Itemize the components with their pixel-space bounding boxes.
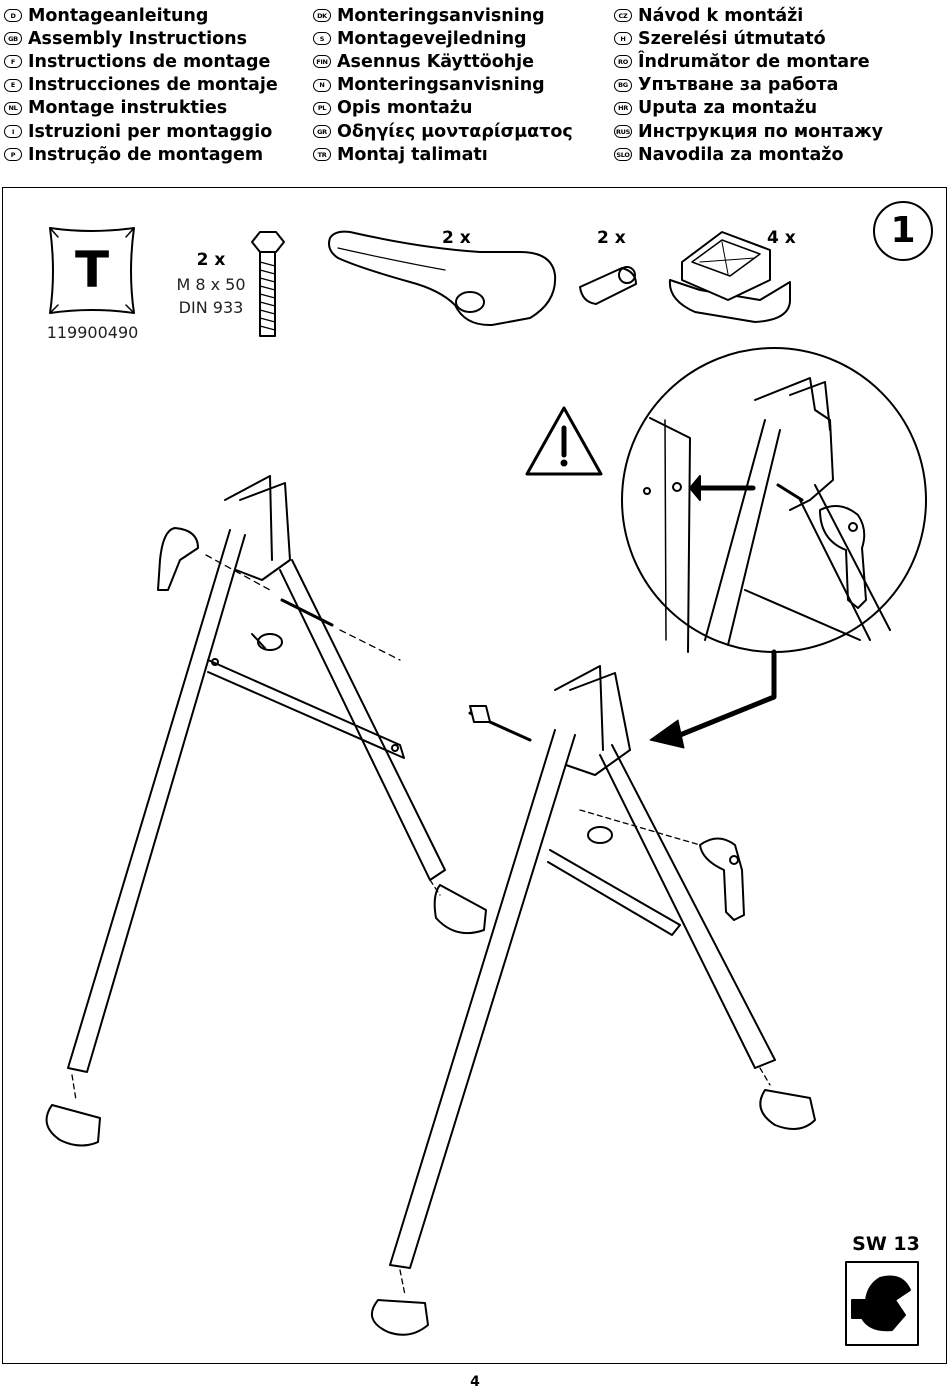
instruction-panel (2, 187, 947, 1364)
language-title: Asennus Käyttöohje (337, 51, 535, 72)
rubber-foot-icon (668, 231, 791, 323)
language-entry: D Montageanleitung (4, 4, 278, 27)
language-entry: CZ Návod k montáži (614, 4, 883, 27)
language-title: Assembly Instructions (28, 28, 247, 49)
handle-quantity: 2 x (442, 228, 471, 248)
bag-number: 119900490 (46, 323, 139, 342)
language-title: Istruzioni per montaggio (28, 121, 273, 142)
language-title: Uputa za montažu (638, 98, 818, 119)
language-entry: GB Assembly Instructions (4, 27, 278, 50)
language-title: Montaj talimatı (337, 144, 488, 165)
country-code-badge: DK (313, 9, 331, 23)
language-title: Navodila za montažo (638, 144, 844, 165)
language-entry: FIN Asennus Käyttöohje (313, 50, 573, 73)
language-title: Monteringsanvisning (337, 75, 545, 96)
language-entry: N Monteringsanvisning (313, 74, 573, 97)
left-trestle (45, 475, 487, 1147)
country-code-badge: N (313, 78, 331, 92)
country-code-badge: E (4, 78, 22, 92)
spacer-sleeve-icon (579, 266, 637, 305)
wrench-size-label: SW 13 (852, 1233, 920, 1255)
country-code-badge: D (4, 9, 22, 23)
detail-zoom-circle (621, 347, 927, 653)
language-title: Montagevejledning (337, 28, 527, 49)
language-title: Montageanleitung (28, 5, 209, 26)
country-code-badge: GB (4, 32, 22, 46)
country-code-badge: HR (614, 101, 632, 115)
language-title: Szerelési útmutató (638, 28, 826, 49)
country-code-badge: BG (614, 78, 632, 92)
language-title: Οδηγίες μονταρίσματος (337, 121, 573, 142)
country-code-badge: P (4, 148, 22, 162)
warning-icon (525, 406, 603, 476)
language-title: Инструкция по монтажу (638, 121, 884, 142)
bolt-icon (251, 231, 285, 337)
language-title: Instructions de montage (28, 51, 271, 72)
country-code-badge: S (313, 32, 331, 46)
step-circle (873, 201, 933, 261)
country-code-badge: I (4, 125, 22, 139)
language-title: Monteringsanvisning (337, 5, 545, 26)
language-entry: DK Monteringsanvisning (313, 4, 573, 27)
language-entry: H Szerelési útmutató (614, 27, 883, 50)
language-entry: NL Montage instrukties (4, 97, 278, 120)
bolt-norm: DIN 933 (178, 298, 244, 317)
bolt-size: M 8 x 50 (176, 275, 246, 294)
country-code-badge: RUS (614, 125, 632, 139)
country-code-badge: RO (614, 55, 632, 69)
language-entry: E Instrucciones de montaje (4, 74, 278, 97)
country-code-badge: TR (313, 148, 331, 162)
language-entry: HR Uputa za montažu (614, 97, 883, 120)
country-code-badge: H (614, 32, 632, 46)
language-entry: SLO Navodila za montažo (614, 143, 883, 166)
language-entry: RUS Инструкция по монтажу (614, 120, 883, 143)
language-title: Opis montażu (337, 98, 473, 119)
language-title: Упътване за работа (638, 75, 839, 96)
language-entry: S Montagevejledning (313, 27, 573, 50)
right-trestle (370, 665, 816, 1336)
bolt-quantity: 2 x (196, 250, 226, 270)
wrench-icon (845, 1261, 919, 1346)
step-number: 1 (890, 210, 916, 251)
spacer-quantity: 2 x (597, 228, 626, 248)
handle-lever-icon (328, 230, 557, 327)
language-title: Návod k montáži (638, 5, 804, 26)
language-title: Instrução de montagem (28, 144, 264, 165)
language-title: Montage instrukties (28, 98, 228, 119)
language-entry: PL Opis montażu (313, 97, 573, 120)
country-code-badge: F (4, 55, 22, 69)
language-entry: BG Упътване за работа (614, 74, 883, 97)
language-entry: TR Montaj talimatı (313, 143, 573, 166)
country-code-badge: PL (313, 101, 331, 115)
country-code-badge: GR (313, 125, 331, 139)
language-entry: I Istruzioni per montaggio (4, 120, 278, 143)
foot-quantity: 4 x (767, 228, 796, 248)
country-code-badge: CZ (614, 9, 632, 23)
country-code-badge: FIN (313, 55, 331, 69)
language-entry: F Instructions de montage (4, 50, 278, 73)
country-code-badge: SLO (614, 148, 632, 162)
language-entry: P Instrução de montagem (4, 143, 278, 166)
bag-letter: T (74, 241, 110, 299)
country-code-badge: NL (4, 101, 22, 115)
page-number: 4 (470, 1374, 480, 1390)
language-entry: RO Îndrumător de montare (614, 50, 883, 73)
language-title: Instrucciones de montaje (28, 75, 278, 96)
language-title: Îndrumător de montare (638, 51, 870, 72)
language-entry: GR Οδηγίες μονταρίσματος (313, 120, 573, 143)
